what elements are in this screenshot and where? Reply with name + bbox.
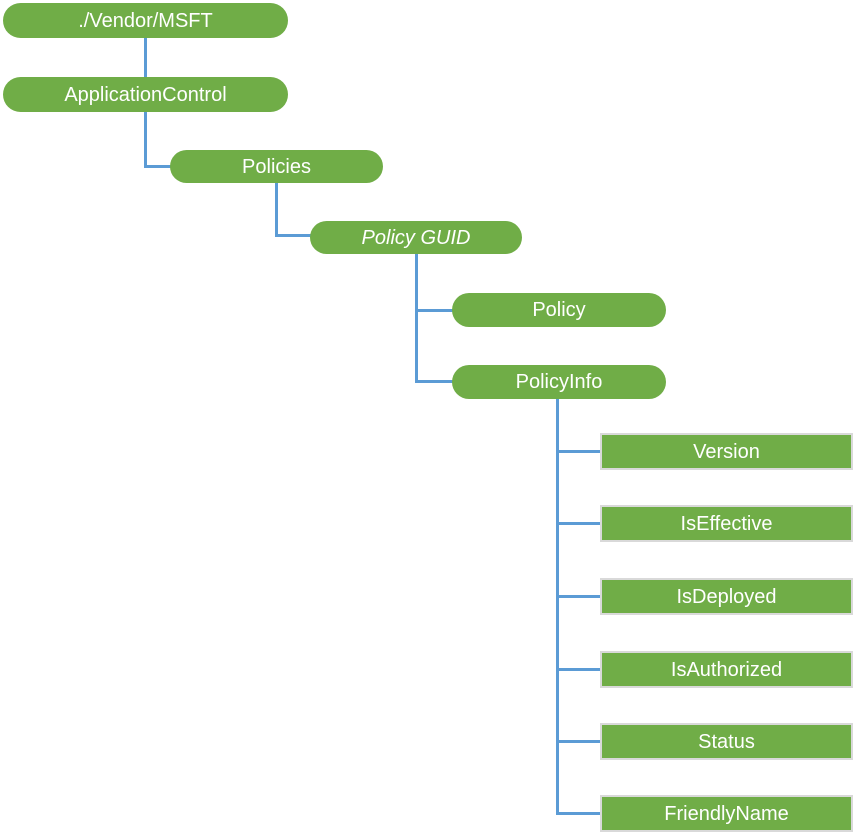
tree-node-application-control[interactable]: ApplicationControl (3, 77, 288, 112)
tree-node-is-effective[interactable]: IsEffective (600, 505, 853, 542)
connector-policyinfo-to-friendlyname-horizontal (556, 812, 602, 815)
tree-node-label: IsEffective (680, 512, 773, 535)
connector-policyinfo-to-version-horizontal (556, 450, 602, 453)
connector-appcontrol-to-policies-vertical (144, 112, 147, 168)
connector-policyinfo-trunk-vertical (556, 399, 559, 815)
tree-node-label: Policies (242, 155, 311, 178)
connector-vendor-to-appcontrol-vertical (144, 38, 147, 77)
tree-node-policy[interactable]: Policy (452, 293, 666, 327)
connector-policyinfo-to-iseffective-horizontal (556, 522, 602, 525)
tree-node-policy-guid[interactable]: Policy GUID (310, 221, 522, 254)
tree-node-vendor-msft[interactable]: ./Vendor/MSFT (3, 3, 288, 38)
tree-node-label: IsDeployed (676, 585, 777, 608)
tree-node-version[interactable]: Version (600, 433, 853, 470)
tree-node-label: Version (693, 440, 760, 463)
tree-node-label: Policy GUID (361, 226, 471, 249)
connector-guid-to-policyinfo-horizontal (415, 380, 455, 383)
connector-policyinfo-to-status-horizontal (556, 740, 602, 743)
tree-node-policy-info[interactable]: PolicyInfo (452, 365, 666, 399)
tree-node-friendly-name[interactable]: FriendlyName (600, 795, 853, 832)
tree-node-label: PolicyInfo (515, 371, 603, 393)
connector-policies-to-guid-vertical (275, 183, 278, 237)
tree-node-is-deployed[interactable]: IsDeployed (600, 578, 853, 615)
connector-appcontrol-to-policies-horizontal (144, 165, 173, 168)
tree-node-label: ./Vendor/MSFT (78, 9, 213, 32)
tree-node-label: IsAuthorized (670, 658, 783, 681)
tree-node-policies[interactable]: Policies (170, 150, 383, 183)
tree-node-is-authorized[interactable]: IsAuthorized (600, 651, 853, 688)
tree-node-status[interactable]: Status (600, 723, 853, 760)
tree-node-label: ApplicationControl (64, 83, 227, 106)
connector-policyinfo-to-isauthorized-horizontal (556, 668, 602, 671)
tree-node-label: Status (698, 730, 755, 753)
tree-node-label: FriendlyName (664, 802, 789, 825)
tree-node-label: Policy (532, 299, 586, 321)
connector-policies-to-guid-horizontal (275, 234, 313, 237)
connector-policyinfo-to-isdeployed-horizontal (556, 595, 602, 598)
connector-guid-trunk-vertical (415, 254, 418, 383)
connector-guid-to-policy-horizontal (415, 309, 455, 312)
